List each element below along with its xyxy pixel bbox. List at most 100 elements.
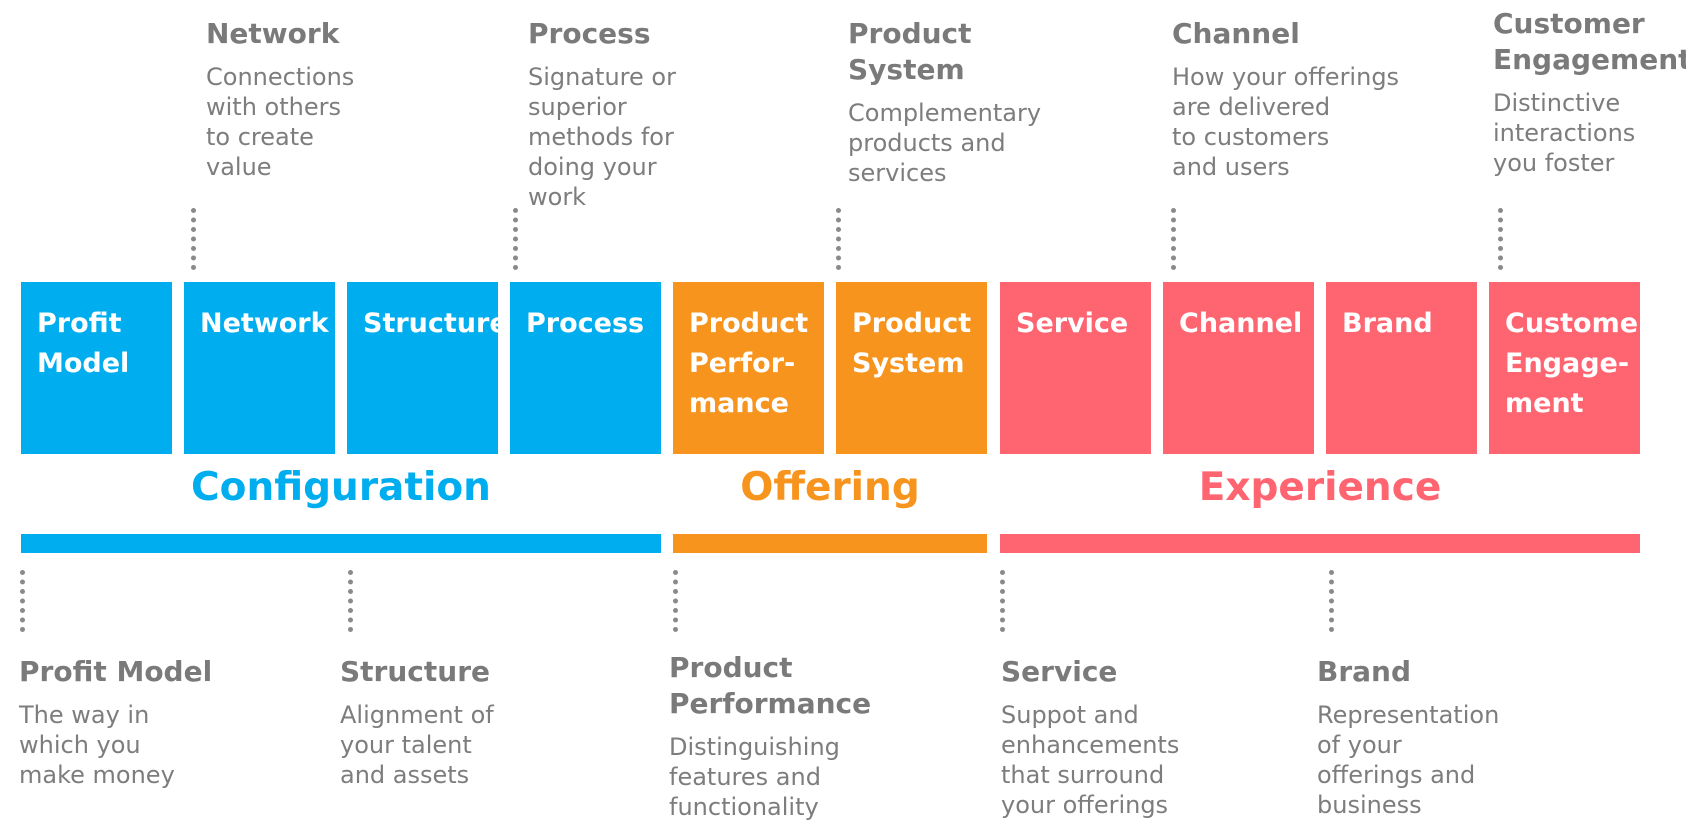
box-label-line: Model bbox=[37, 348, 130, 379]
top-connector-channel bbox=[1171, 208, 1176, 270]
note-description-line: to create bbox=[206, 123, 314, 151]
note-description-line: value bbox=[206, 153, 272, 181]
note-title-line: Brand bbox=[1317, 655, 1412, 688]
bottom-connector-service bbox=[1000, 570, 1005, 632]
note-title-line: Performance bbox=[669, 687, 872, 720]
note-description-line: products and bbox=[848, 129, 1006, 157]
box-label-line: mance bbox=[689, 388, 789, 419]
note-description-line: Connections bbox=[206, 63, 355, 91]
note-title-line: Profit Model bbox=[19, 655, 213, 688]
note-description-line: your talent bbox=[340, 731, 472, 759]
box-structure: Structure bbox=[347, 282, 508, 454]
note-description-line: with others bbox=[206, 93, 341, 121]
box-label-line: Network bbox=[200, 308, 329, 339]
box-label-line: Product bbox=[852, 308, 972, 339]
box-label-line: Service bbox=[1016, 308, 1129, 339]
top-connector-network bbox=[191, 208, 196, 270]
top-connector-customer-engagement bbox=[1498, 208, 1503, 270]
box-label-line: Process bbox=[526, 308, 645, 339]
note-title-line: Service bbox=[1001, 655, 1118, 688]
note-title: Process bbox=[528, 16, 676, 52]
top-connector-process bbox=[513, 208, 518, 270]
box-label-line: Brand bbox=[1342, 308, 1433, 339]
note-description-line: enhancements bbox=[1001, 731, 1180, 759]
bottom-connector-profit-model bbox=[20, 570, 25, 632]
box-service: Service bbox=[1000, 282, 1151, 454]
note-description-line: features and bbox=[669, 763, 821, 791]
note-description-line: Representation bbox=[1317, 701, 1500, 729]
note-description-line: Complementary bbox=[848, 99, 1042, 127]
note-description-line: of your bbox=[1317, 731, 1402, 759]
note-description-line: and users bbox=[1172, 153, 1290, 181]
note-description-line: interactions bbox=[1493, 119, 1636, 147]
bottom-connector-product-performance bbox=[673, 570, 678, 632]
note-title: Channel bbox=[1172, 16, 1399, 52]
note-description-line: Distinctive bbox=[1493, 89, 1621, 117]
box-label-line: Customer bbox=[1505, 308, 1652, 339]
note-description-line: which you bbox=[19, 731, 141, 759]
note-description-line: Suppot and bbox=[1001, 701, 1139, 729]
note-description-line: work bbox=[528, 183, 587, 211]
note-title: Brand bbox=[1317, 654, 1499, 690]
top-connector-product-system bbox=[836, 208, 841, 270]
note-description-line: make money bbox=[19, 761, 175, 789]
note-title-line: Structure bbox=[340, 655, 491, 688]
note-title-line: Product bbox=[848, 17, 972, 50]
note-title: Network bbox=[206, 16, 354, 52]
note-description-line: your offerings bbox=[1001, 791, 1169, 819]
group-bar-experience bbox=[1000, 534, 1640, 553]
note-description-line: functionality bbox=[669, 793, 819, 821]
bottom-connector-brand bbox=[1329, 570, 1334, 632]
note-description-line: The way in bbox=[19, 701, 150, 729]
note-description-line: that surround bbox=[1001, 761, 1165, 789]
group-bar-configuration bbox=[21, 534, 661, 553]
box-label-line: Channel bbox=[1179, 308, 1303, 339]
note-description-line: are delivered bbox=[1172, 93, 1331, 121]
note-description-line: Signature or bbox=[528, 63, 676, 91]
note-description-line: How your offerings bbox=[1172, 63, 1400, 91]
box-label-line: Product bbox=[689, 308, 809, 339]
group-bar-offering bbox=[673, 534, 987, 553]
note-title-line: Product bbox=[669, 651, 793, 684]
group-label-configuration: Configuration bbox=[191, 465, 491, 510]
note-description-line: you foster bbox=[1493, 149, 1615, 177]
note-title-line: Customer bbox=[1493, 7, 1645, 40]
note-description-line: Alignment of bbox=[340, 701, 494, 729]
note-title-line: Channel bbox=[1172, 17, 1300, 50]
note-title: Service bbox=[1001, 654, 1179, 690]
note-title-line: Network bbox=[206, 17, 340, 50]
note-title-line: System bbox=[848, 53, 965, 86]
note-title: Structure bbox=[340, 654, 494, 690]
note-description-line: business bbox=[1317, 791, 1422, 819]
group-label-experience: Experience bbox=[1198, 465, 1442, 510]
note-description-line: services bbox=[848, 159, 947, 187]
box-label-line: Perfor- bbox=[689, 348, 796, 379]
note-description-line: doing your bbox=[528, 153, 657, 181]
